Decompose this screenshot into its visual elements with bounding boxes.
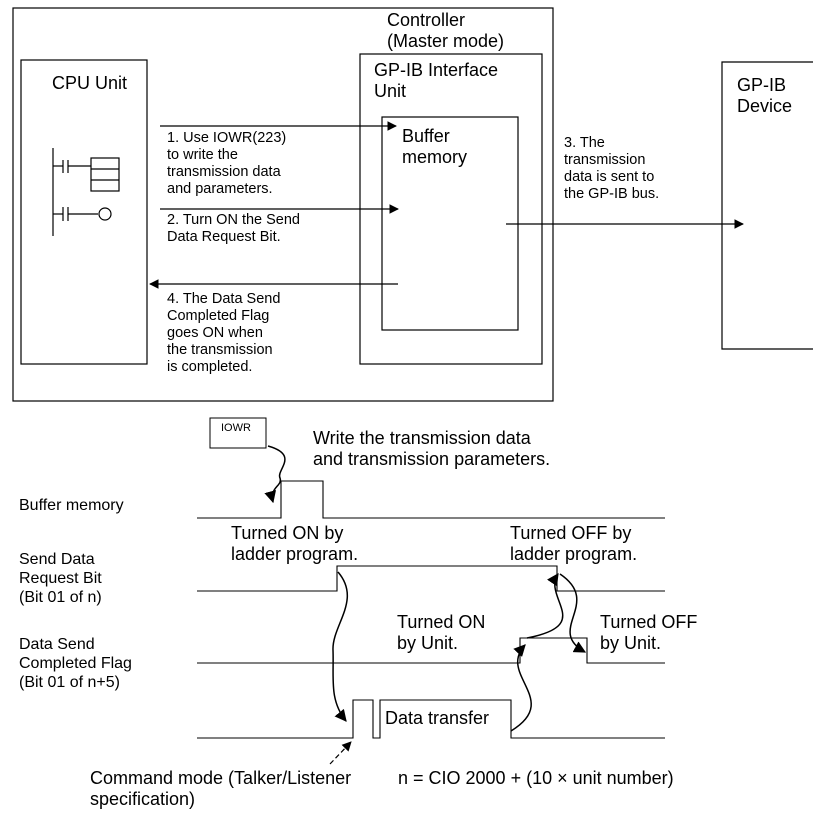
controller-label: Controller (Master mode) xyxy=(387,10,505,51)
step1-label: 1. Use IOWR(223) to write the transmissi… xyxy=(167,130,287,197)
transfer-to-flag-arrow xyxy=(510,644,532,732)
flag-to-ladder-off-arrow xyxy=(526,573,564,639)
gpib-device-box xyxy=(721,61,813,350)
iowr-box xyxy=(209,417,267,449)
step3-label: 3. The transmission data is sent to the … xyxy=(564,135,660,202)
formula-note: n = CIO 2000 + (10 × unit number) xyxy=(398,768,674,788)
step2-label: 2. Turn ON the Send Data Request Bit. xyxy=(167,212,300,245)
send-request-waveform xyxy=(197,565,665,592)
buffer-memory-signal-label: Buffer memory xyxy=(19,497,124,514)
write-note: Write the transmission data and transmis… xyxy=(313,428,551,469)
turned-off-ladder-label: Turned OFF by ladder program. xyxy=(510,523,638,564)
turned-on-ladder-label: Turned ON by ladder program. xyxy=(231,523,359,564)
gpib-interface-unit-label: GP-IB Interface Unit xyxy=(374,60,499,101)
completed-flag-waveform xyxy=(197,637,665,664)
send-to-command-arrow xyxy=(332,571,349,722)
command-waveform xyxy=(197,699,665,739)
data-transfer-label: Data transfer xyxy=(385,708,490,728)
command-mode-dashed-arrow xyxy=(329,741,352,765)
completed-flag-signal-label: Data Send Completed Flag (Bit 01 of n+5) xyxy=(19,636,132,691)
buffer-memory-waveform xyxy=(197,480,665,519)
iowr-box-label: IOWR xyxy=(221,422,251,434)
controller-box xyxy=(12,7,554,402)
cpu-unit-box xyxy=(20,59,148,365)
ladder-off-to-flag-arrow xyxy=(559,573,587,653)
gpib-device-label: GP-IB Device xyxy=(737,75,793,116)
turned-off-unit-label: Turned OFF by Unit. xyxy=(600,612,698,653)
iowr-curved-arrow xyxy=(264,445,286,504)
buffer-memory-label: Buffer memory xyxy=(402,126,468,167)
cpu-unit-label: CPU Unit xyxy=(52,73,128,93)
turned-on-unit-label: Turned ON by Unit. xyxy=(397,612,486,653)
send-request-signal-label: Send Data Request Bit (Bit 01 of n) xyxy=(19,551,102,606)
ladder-program-icon xyxy=(52,148,120,236)
step4-label: 4. The Data Send Completed Flag goes ON … xyxy=(167,291,281,375)
command-mode-note: Command mode (Talker/Listener specificat… xyxy=(90,768,352,809)
